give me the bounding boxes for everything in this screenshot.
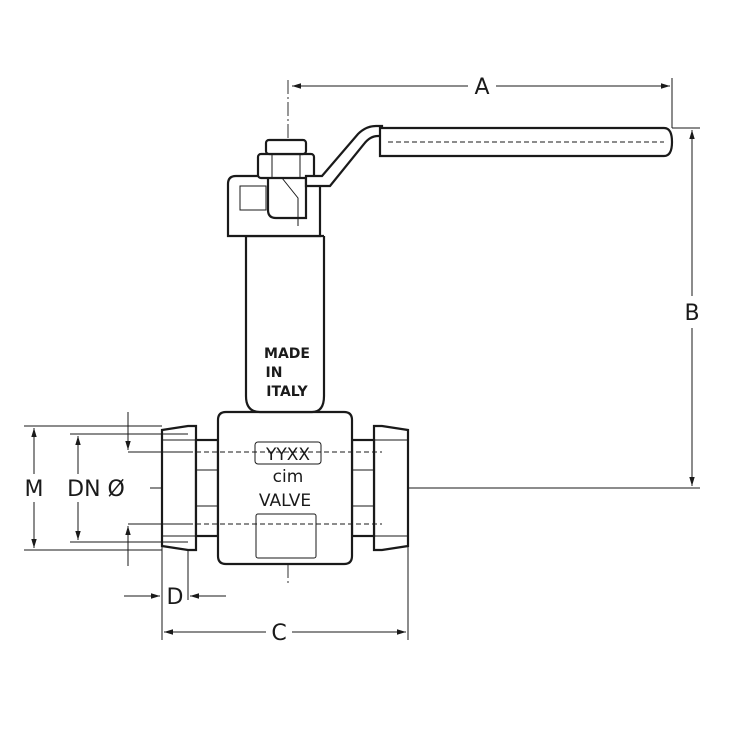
- dim-d-label: D: [167, 585, 184, 610]
- dim-c-label: C: [271, 621, 286, 646]
- stem-head: [226, 138, 322, 238]
- body-markings: MADE IN ITALY YYXX CIM VALVE: [259, 346, 311, 511]
- lever-handle: [304, 124, 674, 188]
- dim-b-label: B: [684, 301, 699, 326]
- valve-body: [160, 410, 410, 566]
- marking-italy: ITALY: [266, 384, 308, 400]
- marking-product: VALVE: [259, 491, 311, 511]
- dim-m-label: M: [25, 477, 44, 502]
- marking-in: IN: [266, 365, 283, 381]
- extension-lines: [24, 78, 700, 640]
- marking-brand: CIM: [273, 467, 304, 487]
- dimension-lines: [31, 83, 695, 635]
- dim-dn-label: DN Ø: [67, 477, 125, 502]
- dimension-labels: A B C D M DN Ø: [25, 75, 700, 646]
- marking-made: MADE: [264, 346, 310, 362]
- dim-a-label: A: [474, 75, 489, 100]
- marking-date-code: YYXX: [265, 445, 310, 465]
